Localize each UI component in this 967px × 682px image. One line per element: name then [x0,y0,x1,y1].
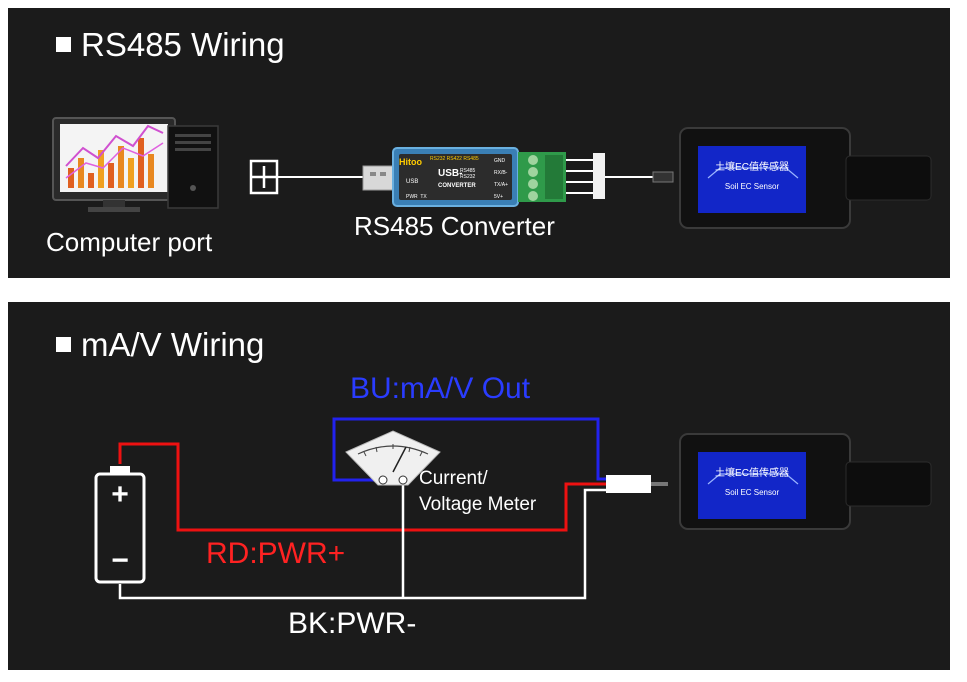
battery-minus-sign: − [111,544,129,577]
converter-subtitle: CONVERTER [438,183,476,189]
computer-tower-icon [167,125,219,209]
blue-signal-wire [332,417,606,482]
sensor-plug [606,475,651,493]
bullet-square-icon [56,37,71,52]
sensor-title-cn: 土壤EC值传感器 [715,162,789,173]
terminal-pin-header [566,153,605,199]
converter-pin-5v: 5V+ [494,194,504,200]
converter-protocols: RS485 RS232 [460,168,476,180]
converter-brand: Hitoo [399,157,422,167]
meter-label-line1: Current/ [419,468,488,489]
usb-port-icon [249,159,279,195]
black-wire-label: BK:PWR- [288,607,417,640]
blue-wire-label: BU:mA/V Out [350,372,531,405]
sensor-title-cn: 土壤EC值传感器 [715,468,789,479]
rs485-diagram [52,117,932,229]
soil-ec-sensor-device [679,433,932,530]
computer-monitor-icon [52,117,176,212]
bullet-square-icon [56,337,71,352]
current-voltage-meter-icon [345,430,441,486]
sensor-title-en: Soil EC Sensor [724,488,780,497]
battery-plus-sign: + [111,478,129,511]
converter-pin-rx: RX/B- [494,170,508,176]
black-ground-wire [118,488,606,600]
converter-label-area: Hitoo RS232 RS422 RS485 USB- RS485 RS232… [398,155,518,205]
sensor-screen: 土壤EC值传感器 Soil EC Sensor [698,452,806,519]
converter-caption: RS485 Converter [354,211,555,241]
mav-heading: mA/V Wiring [56,326,264,364]
mav-wiring-panel: mA/V Wiring [8,302,950,670]
rs485-converter-device [392,147,566,207]
converter-usb-tag: USB [406,179,419,185]
soil-ec-sensor-device [679,127,932,229]
sensor-title-en: Soil EC Sensor [724,182,780,191]
converter-title: USB- [438,168,463,179]
red-power-wire [118,442,606,532]
battery-icon [94,466,146,584]
mav-diagram [94,417,932,600]
rs485-heading: RS485 Wiring [56,26,285,64]
usb-plug [362,165,394,191]
converter-pin-gnd: GND [494,158,506,164]
rs485-wiring-panel: RS485 Wiring [8,8,950,278]
meter-label-line2: Voltage Meter [419,494,537,515]
computer-port-label: Computer port [46,227,213,257]
converter-modes: RS232 RS422 RS485 [430,156,479,162]
red-wire-label: RD:PWR+ [206,537,346,570]
converter-leds: PWR TX [406,194,427,200]
sensor-screen: 土壤EC值传感器 Soil EC Sensor [698,146,806,213]
converter-pin-tx: TX/A+ [494,182,509,188]
